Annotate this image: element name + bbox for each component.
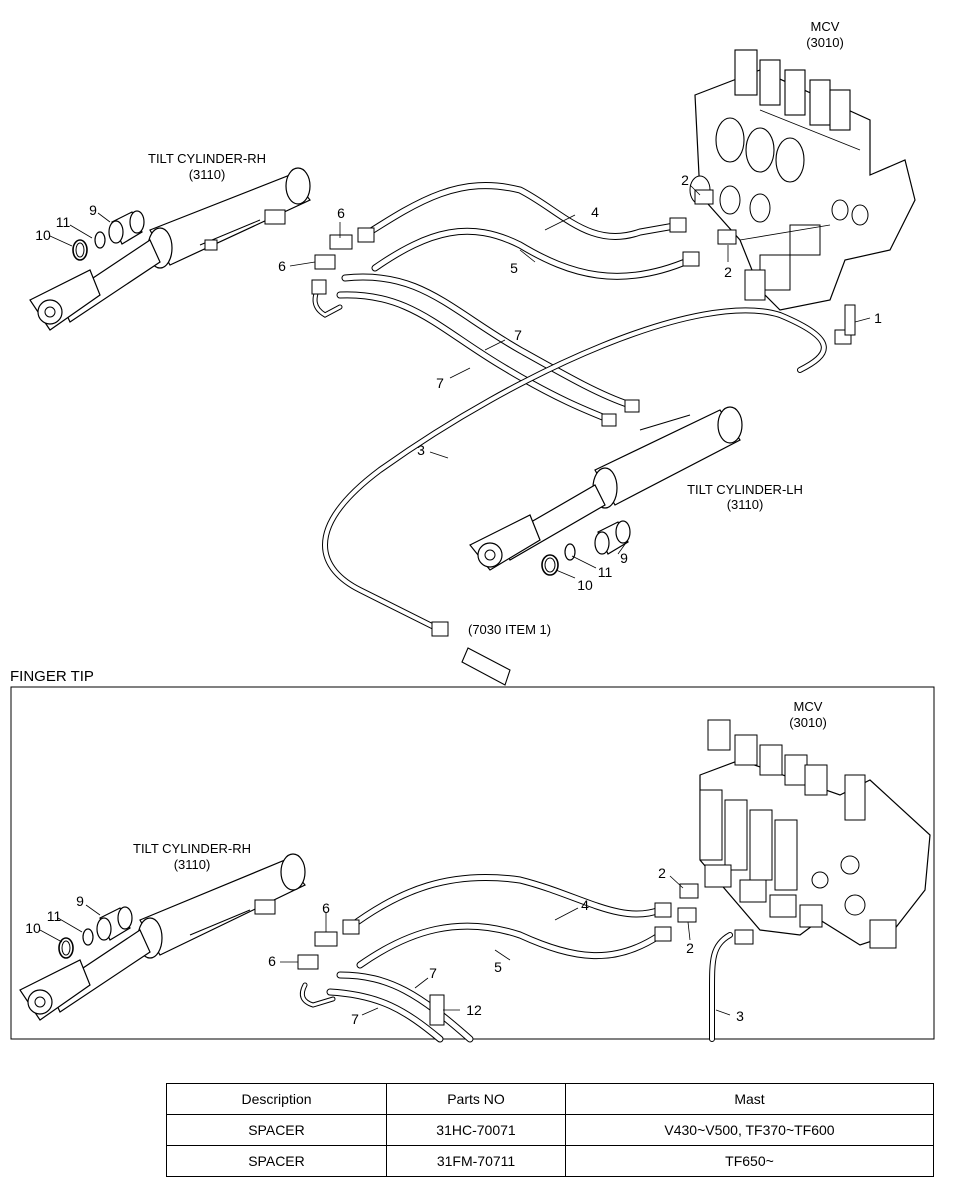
callout-11-lh: 11 bbox=[598, 564, 613, 580]
adapter-fittings-2-upper bbox=[694, 189, 737, 245]
upper-assembly: MCV (3010) TILT CYLINDER-RH (3110) TILT … bbox=[29, 19, 916, 686]
mcv-label-finger-tip: MCV bbox=[794, 699, 823, 714]
mcv-code-finger-tip: (3010) bbox=[789, 715, 827, 730]
callout-7b-finger-tip: 7 bbox=[351, 1011, 359, 1027]
hose-5 bbox=[371, 227, 700, 280]
callout-2a-upper: 2 bbox=[681, 172, 689, 188]
tee-fittings-finger-tip bbox=[297, 931, 338, 1008]
table-row: SPACER 31FM-70711 TF650~ bbox=[166, 1145, 934, 1177]
callout-6b-upper: 6 bbox=[278, 258, 286, 274]
header-description: Description bbox=[166, 1083, 387, 1115]
callout-4-upper: 4 bbox=[591, 204, 599, 220]
mcv-code-upper: (3010) bbox=[806, 35, 844, 50]
callout-12: 12 bbox=[466, 1002, 482, 1018]
cell-mast: TF650~ bbox=[565, 1145, 934, 1177]
callout-6b-finger-tip: 6 bbox=[268, 953, 276, 969]
hoses-7-upper bbox=[336, 273, 640, 427]
header-mast: Mast bbox=[565, 1083, 934, 1115]
callout-4-finger-tip: 4 bbox=[581, 897, 589, 913]
callout-11-upper: 11 bbox=[56, 214, 71, 230]
callout-10-finger-tip: 10 bbox=[25, 920, 41, 936]
hose-5-finger-tip bbox=[356, 922, 672, 969]
callout-11-finger-tip: 11 bbox=[47, 908, 62, 924]
mcv-label-upper: MCV bbox=[811, 19, 840, 34]
callout-10-upper: 10 bbox=[35, 227, 51, 243]
cell-parts-no: 31FM-70711 bbox=[386, 1145, 566, 1177]
leader-lines-upper bbox=[49, 184, 871, 579]
callout-6a-finger-tip: 6 bbox=[322, 900, 330, 916]
callout-9-lh: 9 bbox=[620, 550, 628, 566]
hose-3-upper bbox=[322, 304, 856, 686]
parts-table: Description Parts NO Mast SPACER 31HC-70… bbox=[166, 1083, 934, 1177]
tilt-rh-code-finger-tip: (3110) bbox=[174, 857, 211, 872]
tilt-lh-label: TILT CYLINDER-LH bbox=[687, 482, 803, 497]
mcv-valve-upper bbox=[689, 49, 916, 311]
cell-description: SPACER bbox=[166, 1145, 387, 1177]
spacer-set-upper bbox=[72, 210, 145, 261]
section-title-finger-tip: FINGER TIP bbox=[10, 668, 94, 685]
hose-4 bbox=[357, 182, 687, 243]
tee-fittings-upper bbox=[311, 234, 353, 318]
cell-description: SPACER bbox=[166, 1114, 387, 1146]
callout-3-upper: 3 bbox=[417, 442, 425, 458]
callout-6a-upper: 6 bbox=[337, 205, 345, 221]
callout-2b-finger-tip: 2 bbox=[686, 940, 694, 956]
callout-1: 1 bbox=[874, 310, 882, 326]
callout-5-finger-tip: 5 bbox=[494, 959, 502, 975]
callout-9-finger-tip: 9 bbox=[76, 893, 84, 909]
hydraulic-diagram: MCV (3010) TILT CYLINDER-RH (3110) TILT … bbox=[10, 19, 935, 1043]
spacer-set-lh bbox=[541, 520, 631, 576]
tilt-lh-code: (3110) bbox=[727, 497, 764, 512]
hoses-7-finger-tip bbox=[326, 971, 474, 1043]
callout-2a-finger-tip: 2 bbox=[658, 865, 666, 881]
adapter-fittings-2-finger-tip bbox=[677, 883, 754, 945]
mcv-valve-finger-tip bbox=[699, 719, 931, 949]
table-header-row: Description Parts NO Mast bbox=[166, 1083, 934, 1115]
tilt-rh-label-finger-tip: TILT CYLINDER-RH bbox=[133, 841, 251, 856]
header-parts-no: Parts NO bbox=[386, 1083, 566, 1115]
tilt-cylinder-rh-upper bbox=[29, 167, 311, 331]
callout-10-lh: 10 bbox=[577, 577, 593, 593]
finger-tip-assembly: MCV (3010) TILT CYLINDER-RH (3110) 2 2 4… bbox=[19, 699, 931, 1043]
hose-3-finger-tip bbox=[709, 932, 733, 1042]
callout-3-finger-tip: 3 bbox=[736, 1008, 744, 1024]
table-row: SPACER 31HC-70071 V430~V500, TF370~TF600 bbox=[166, 1114, 934, 1146]
tilt-cylinder-rh-finger-tip bbox=[19, 853, 306, 1021]
leader-lines-finger-tip bbox=[39, 875, 731, 1016]
tilt-cylinder-lh bbox=[469, 406, 743, 571]
callout-5-upper: 5 bbox=[510, 260, 518, 276]
callout-7a-finger-tip: 7 bbox=[429, 965, 437, 981]
ref-7030-label: (7030 ITEM 1) bbox=[468, 622, 551, 637]
callout-7b-upper: 7 bbox=[436, 375, 444, 391]
cell-parts-no: 31HC-70071 bbox=[386, 1114, 566, 1146]
callout-7a-upper: 7 bbox=[514, 327, 522, 343]
callout-2b-upper: 2 bbox=[724, 264, 732, 280]
callout-9-upper: 9 bbox=[89, 202, 97, 218]
cell-mast: V430~V500, TF370~TF600 bbox=[565, 1114, 934, 1146]
tilt-rh-code-upper: (3110) bbox=[189, 167, 226, 182]
spacer-set-finger-tip bbox=[58, 906, 133, 959]
hose-4-finger-tip bbox=[342, 874, 672, 935]
tilt-rh-label-upper: TILT CYLINDER-RH bbox=[148, 151, 266, 166]
